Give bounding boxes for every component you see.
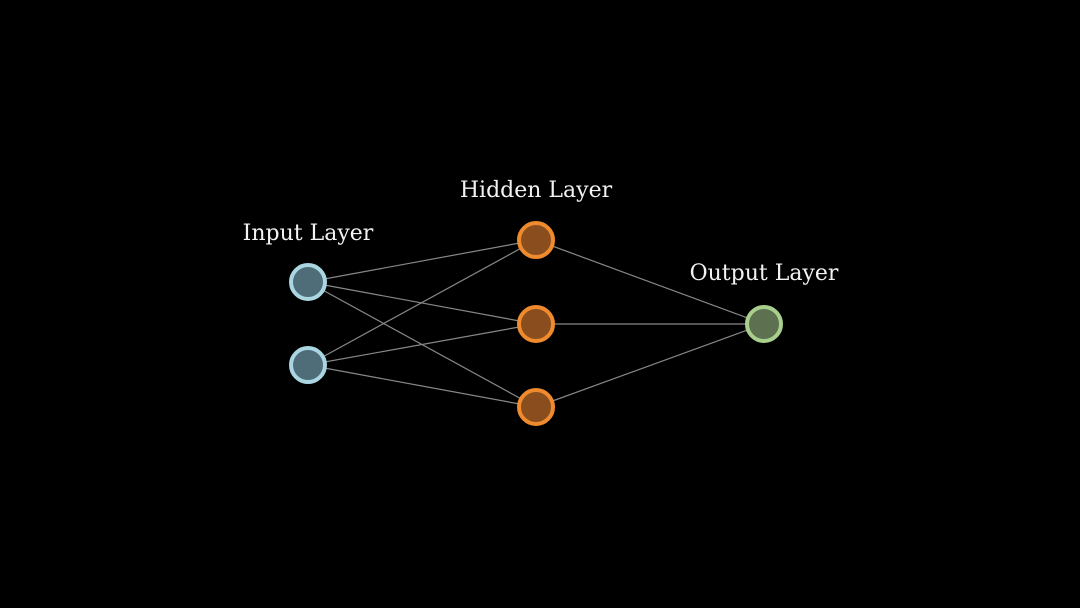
node-input-2 [289, 346, 327, 384]
node-hidden-3 [517, 388, 555, 426]
node-hidden-1 [517, 221, 555, 259]
edge-input-1-hidden-1 [307, 239, 537, 283]
layer-label-output: Output Layer [690, 261, 839, 286]
layer-label-hidden: Hidden Layer [460, 178, 613, 203]
node-hidden-2 [517, 305, 555, 343]
edge-input-2-hidden-3 [307, 364, 537, 408]
edge-input-2-hidden-1 [307, 239, 537, 366]
edge-input-2-hidden-2 [307, 323, 537, 366]
node-input-1 [289, 263, 327, 301]
edge-hidden-1-output-1 [535, 239, 765, 325]
node-output-1 [745, 305, 783, 343]
layer-label-input: Input Layer [243, 221, 374, 246]
edge-hidden-3-output-1 [535, 323, 765, 408]
